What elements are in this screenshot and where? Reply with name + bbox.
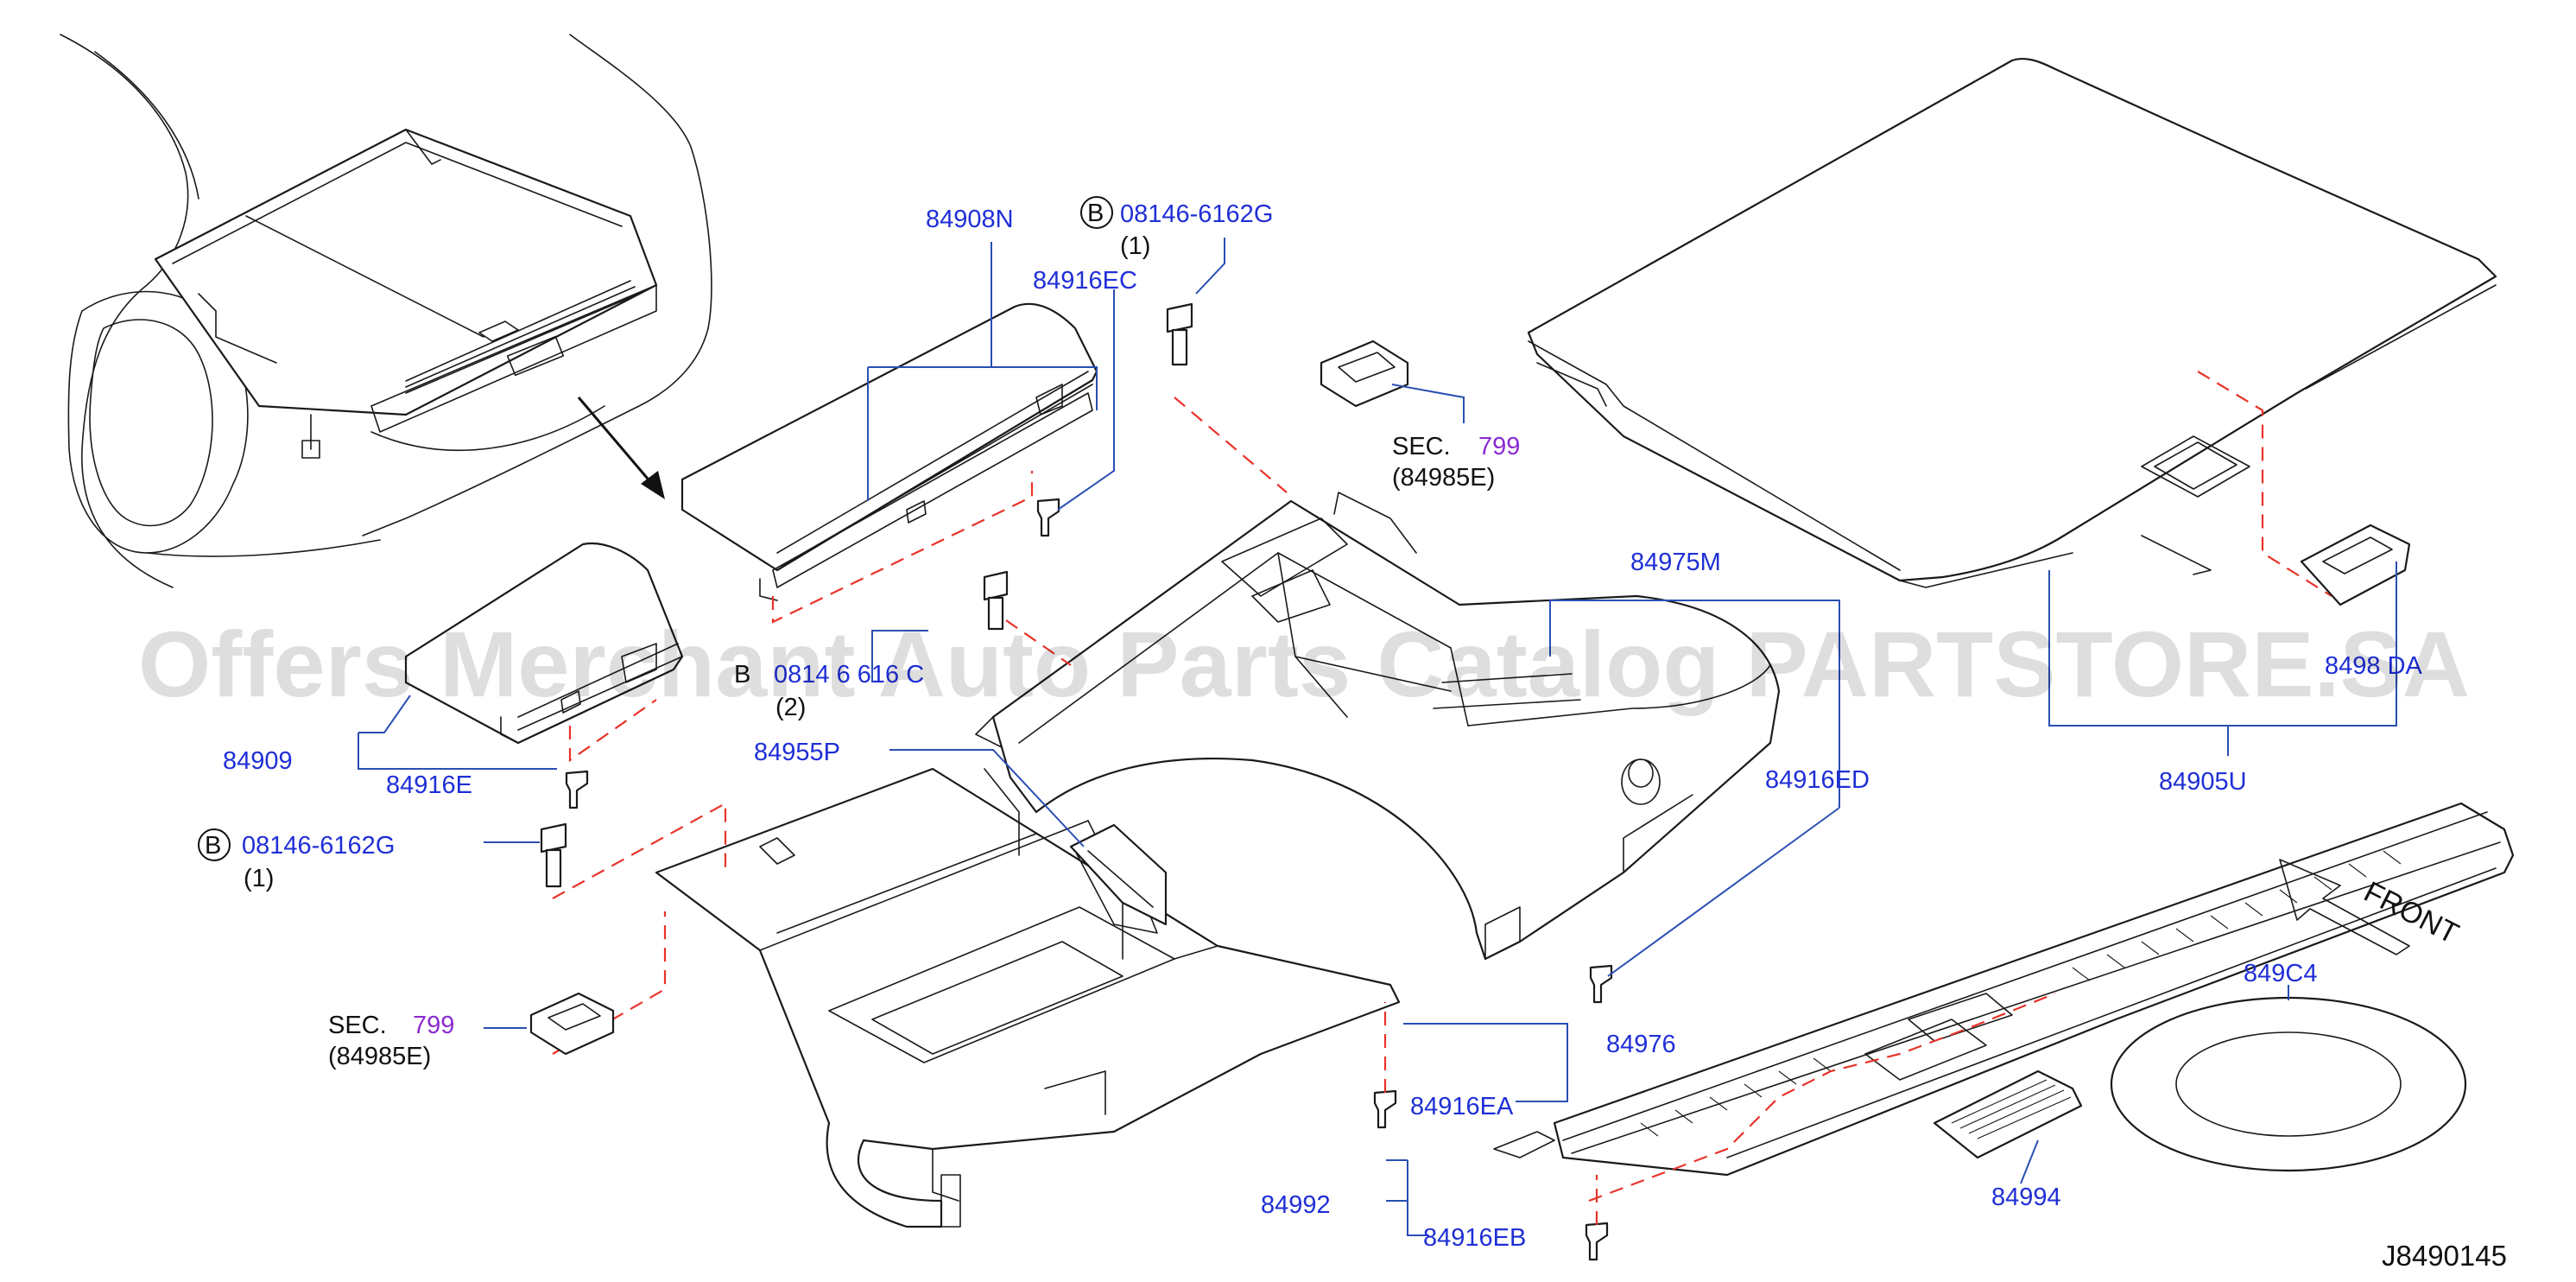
part-84985DA-cover bbox=[2300, 524, 2411, 606]
guide-84975M-bolt bbox=[1174, 397, 1288, 493]
label-84916ED: 84916ED bbox=[1765, 766, 1870, 794]
bolt-marker-icon bbox=[1080, 196, 1113, 229]
clip-icon bbox=[1373, 1089, 1397, 1129]
guide-84955P-b bbox=[552, 911, 667, 1055]
part-849C4-ring bbox=[2110, 996, 2467, 1172]
label-84985DA: 8498 DA bbox=[2325, 652, 2423, 680]
guide-84905U bbox=[2197, 371, 2332, 597]
bolt-marker-icon bbox=[198, 828, 231, 861]
part-84975M-wheel-well-tray bbox=[975, 492, 1781, 961]
label-849C4: 849C4 bbox=[2244, 960, 2317, 987]
part-84955P-clip-plate bbox=[1069, 823, 1168, 926]
label-84916EA: 84916EA bbox=[1410, 1093, 1514, 1120]
label-drawing-id: J8490145 bbox=[2382, 1240, 2507, 1272]
label-84976: 84976 bbox=[1606, 1031, 1676, 1058]
vehicle-rear-illustration bbox=[60, 34, 712, 588]
label-sec-bottom-ref: (84985E) bbox=[328, 1043, 431, 1070]
clip-icon bbox=[1589, 964, 1613, 1004]
label-sec-top-ref: (84985E) bbox=[1392, 464, 1495, 492]
part-84905U-floor-board bbox=[1527, 57, 2497, 588]
label-84909: 84909 bbox=[223, 747, 293, 775]
sec-799-pad-top bbox=[1320, 340, 1409, 408]
label-sec-top-num: 799 bbox=[1478, 433, 1520, 460]
label-84992: 84992 bbox=[1261, 1191, 1331, 1219]
guide-84975M-clip bbox=[1005, 619, 1072, 666]
label-84994: 84994 bbox=[1991, 1184, 2061, 1211]
label-84975M: 84975M bbox=[1630, 549, 1721, 576]
label-84908N: 84908N bbox=[926, 206, 1014, 233]
label-84916E: 84916E bbox=[386, 771, 472, 799]
bolt-marker-letter-mid: B bbox=[734, 661, 750, 689]
label-bolt-left-qty: (1) bbox=[244, 865, 274, 892]
part-84908N-side-cover bbox=[680, 302, 1098, 601]
guide-84908N-a bbox=[771, 471, 1034, 624]
label-84905U: 84905U bbox=[2159, 768, 2247, 796]
label-bolt-top-qty: (1) bbox=[1120, 232, 1150, 260]
guide-84909 bbox=[568, 699, 657, 763]
part-84955P-trim-base bbox=[655, 767, 1401, 1228]
front-direction-arrow bbox=[2279, 859, 2410, 955]
label-bolt-mid-qty: (2) bbox=[775, 694, 806, 721]
part-84994-mat bbox=[1933, 1069, 2083, 1159]
leader-lines bbox=[358, 238, 2397, 1236]
part-84909-side-cover bbox=[404, 542, 684, 745]
label-sec-top: SEC. bbox=[1392, 433, 1451, 460]
sec-799-pad-bottom bbox=[529, 992, 615, 1056]
guide-84976 bbox=[1588, 992, 2056, 1203]
label-84916EC: 84916EC bbox=[1033, 267, 1137, 295]
part-84976-rear-finisher bbox=[1493, 802, 2515, 1177]
bolt-marker-letter: B bbox=[1087, 200, 1104, 227]
clip-icon bbox=[1585, 1222, 1609, 1261]
bolt-marker-letter-left: B bbox=[205, 832, 221, 860]
label-84955P: 84955P bbox=[754, 739, 840, 766]
label-sec-bottom: SEC. bbox=[328, 1012, 387, 1039]
part-labels: 84908N B 08146-6162G (1) 84916EC SEC. 79… bbox=[198, 196, 2507, 1272]
clip-icon bbox=[1036, 498, 1060, 537]
label-bolt-mid-code: 0814 6 616 C bbox=[774, 661, 924, 689]
watermark: Offers Merchant Auto Parts Catalog PARTS… bbox=[138, 612, 2470, 716]
bolt-icon bbox=[540, 822, 567, 888]
bolt-icon bbox=[983, 570, 1009, 631]
label-84916EB: 84916EB bbox=[1423, 1224, 1526, 1252]
bolt-icon bbox=[1166, 302, 1193, 366]
label-bolt-left-code: 08146-6162G bbox=[242, 832, 395, 860]
clip-icon bbox=[565, 770, 589, 809]
label-sec-bottom-num: 799 bbox=[413, 1012, 454, 1039]
label-bolt-top-code: 08146-6162G bbox=[1120, 200, 1273, 228]
